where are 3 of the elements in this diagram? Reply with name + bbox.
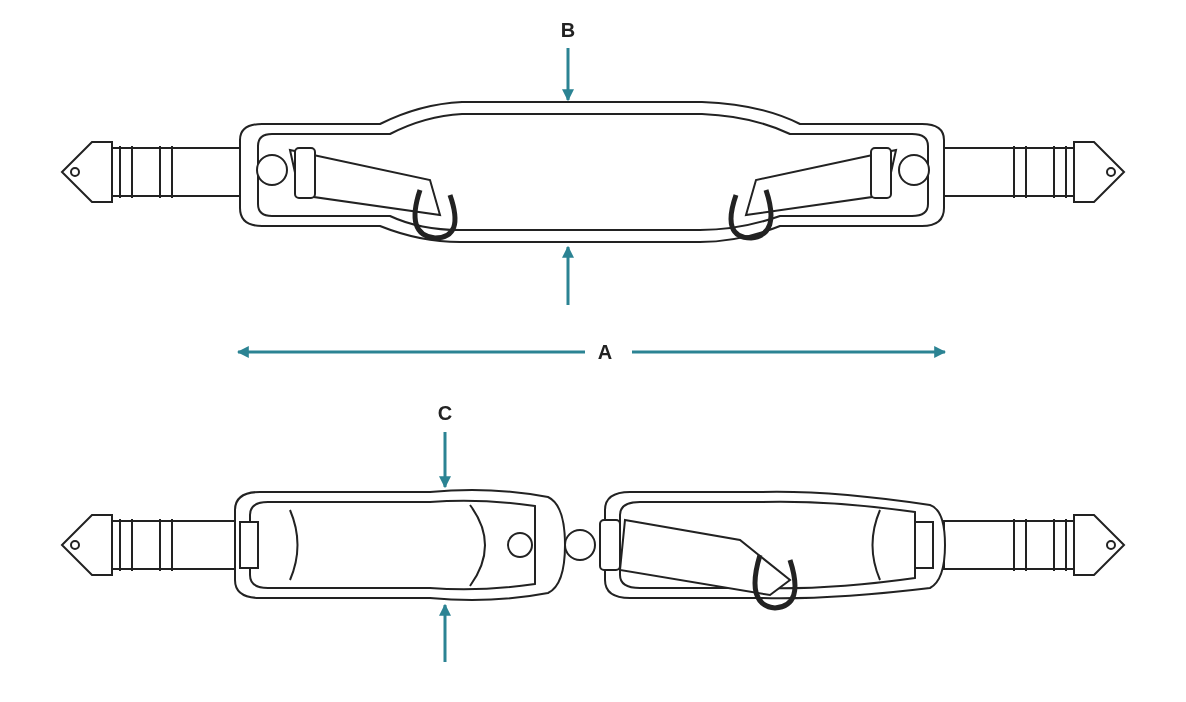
dimension-label: B — [560, 20, 576, 40]
dimension-label: A — [597, 342, 613, 362]
dimension-label: C — [437, 403, 453, 423]
